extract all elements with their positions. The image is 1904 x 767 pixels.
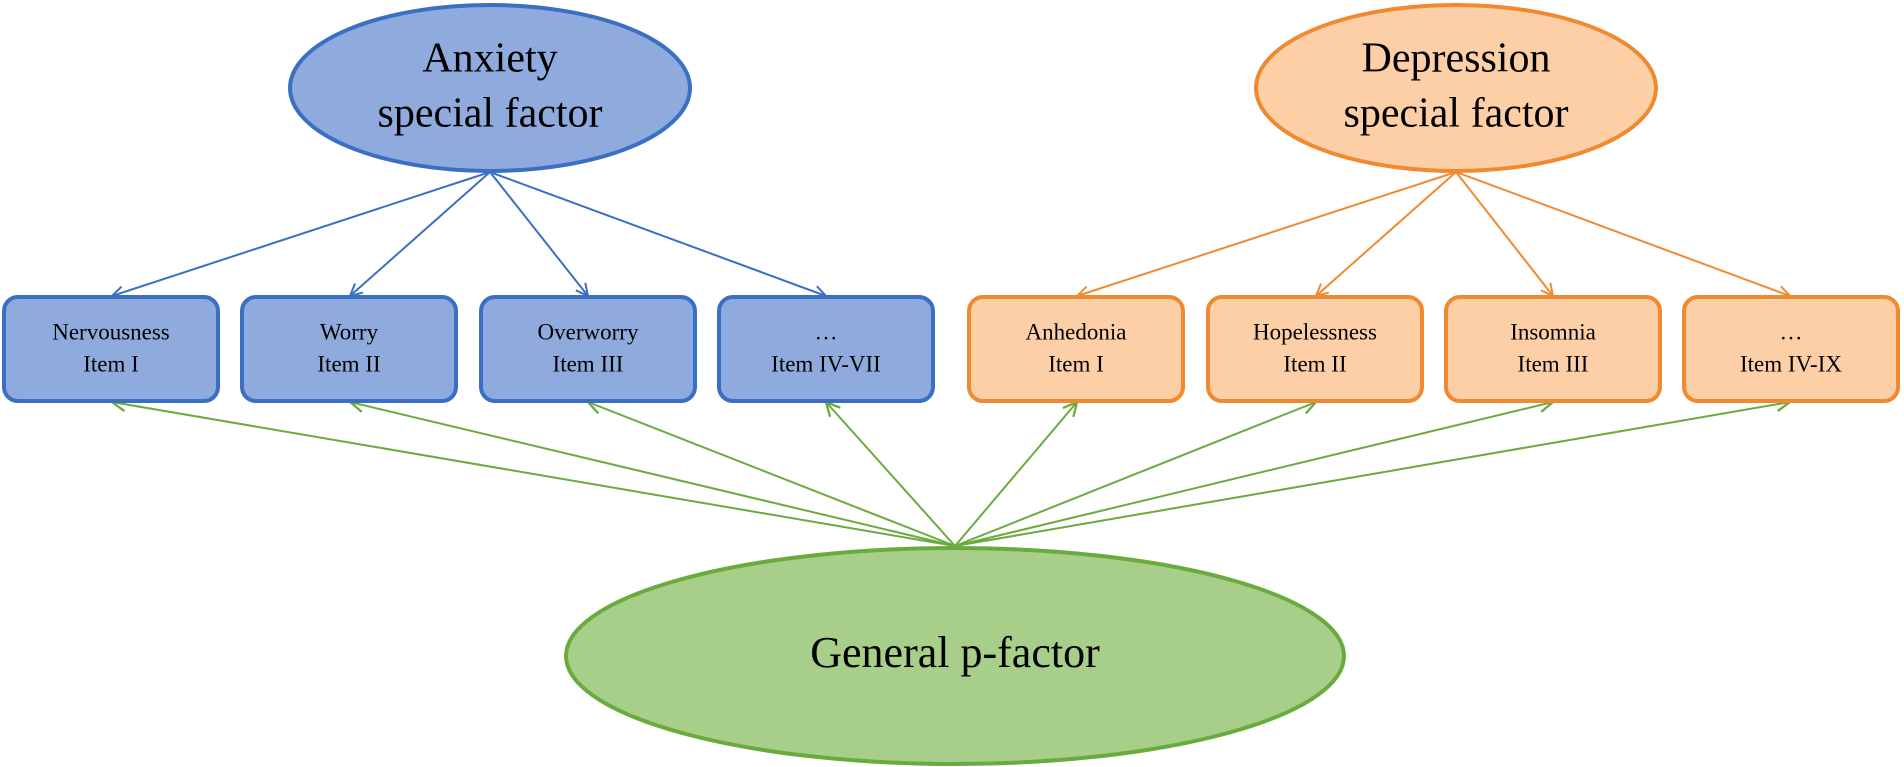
item-name: … [815,319,838,344]
anxiety-arrow-3 [489,171,588,296]
general-factor-node: General p-factor [564,546,1346,766]
item-number: Item III [1518,351,1589,376]
anxiety-factor-ellipse [288,3,692,173]
depression-item-4: … Item IV-IX [1682,295,1900,403]
anxiety-factor-title: Anxiety [422,36,557,82]
general-factor-label: General p-factor [810,628,1100,677]
depression-arrow-2 [1316,171,1457,296]
anxiety-items: Nervousness Item I Worry Item II Overwor… [2,295,935,403]
item-number: Item IV-IX [1740,351,1842,376]
anxiety-loadings [112,171,826,296]
item-name: Nervousness [52,319,170,344]
item-name: Insomnia [1510,319,1596,344]
anxiety-factor-node: Anxiety special factor [288,3,692,173]
depression-factor-subtitle: special factor [1343,91,1568,137]
anxiety-item-4: … Item IV-VII [717,295,935,403]
depression-item-2: Hopelessness Item II [1206,295,1424,403]
item-name: Overworry [538,319,639,344]
depression-factor-title: Depression [1362,36,1551,82]
anxiety-arrow-2 [350,171,491,296]
general-arrow-4 [826,402,956,547]
item-number: Item II [1283,351,1346,376]
general-arrow-7 [954,402,1553,547]
depression-factor-node: Depression special factor [1254,3,1658,173]
item-number: Item I [1048,351,1104,376]
anxiety-item-1: Nervousness Item I [2,295,220,403]
anxiety-item-3: Overworry Item III [479,295,697,403]
general-arrow-6 [954,402,1316,547]
depression-arrow-1 [1077,171,1457,296]
depression-factor-ellipse [1254,3,1658,173]
anxiety-arrow-4 [489,171,826,296]
depression-items: Anhedonia Item I Hopelessness Item II In… [967,295,1900,403]
anxiety-arrow-1 [112,171,491,296]
general-arrow-2 [350,402,956,547]
item-number: Item III [553,351,624,376]
anxiety-item-2: Worry Item II [240,295,458,403]
item-number: Item IV-VII [771,351,881,376]
item-number: Item I [83,351,139,376]
item-name: Anhedonia [1026,319,1127,344]
general-arrow-1 [112,402,956,547]
item-name: Hopelessness [1253,319,1377,344]
general-arrow-8 [954,402,1790,547]
general-loadings [112,402,1790,547]
item-name: … [1780,319,1803,344]
general-arrow-5 [954,402,1077,547]
depression-item-3: Insomnia Item III [1444,295,1662,403]
general-factor-ellipse [564,546,1346,766]
depression-arrow-4 [1455,171,1790,296]
depression-item-1: Anhedonia Item I [967,295,1185,403]
depression-arrow-3 [1455,171,1553,296]
anxiety-factor-subtitle: special factor [377,91,602,137]
general-arrow-3 [588,402,956,547]
item-name: Worry [320,319,379,344]
depression-loadings [1077,171,1790,296]
item-number: Item II [317,351,380,376]
